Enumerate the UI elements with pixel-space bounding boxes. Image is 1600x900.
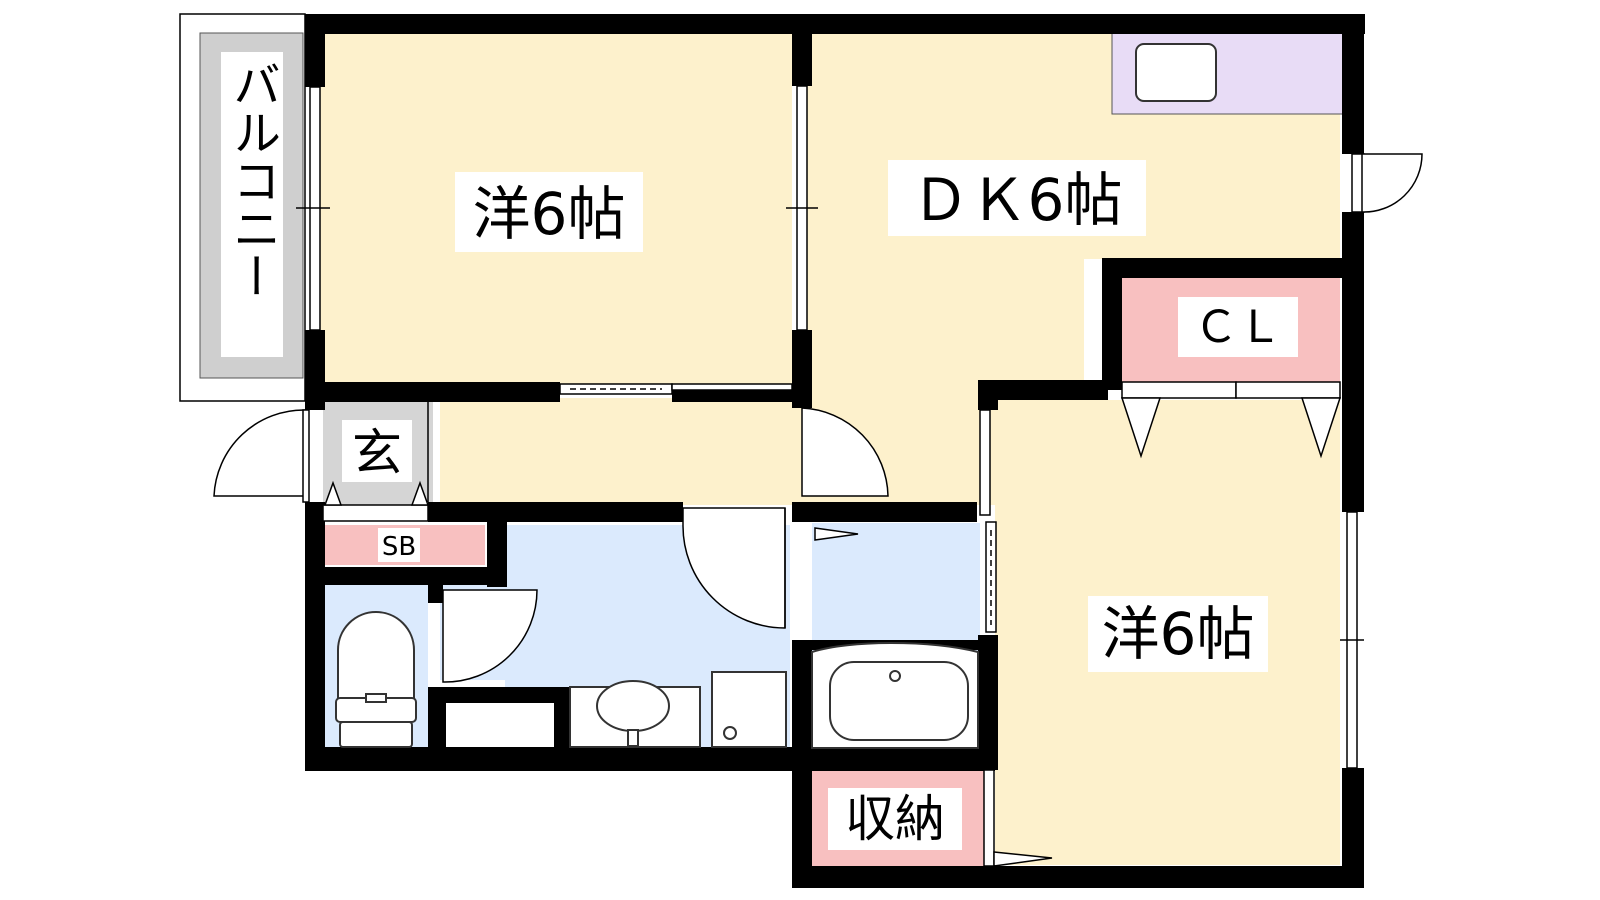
hall-floor [440,398,802,505]
hall-door [801,407,889,497]
toilet-icon [335,611,417,748]
toilet-door [442,589,538,683]
sliding-door-room1 [559,383,793,395]
shoe-box-label: SB [382,532,416,562]
room2-label-bg [1088,596,1268,672]
windows [296,85,1364,769]
dk-label: ＤＫ6帖 [912,166,1123,234]
wash-basin-icon [569,680,701,748]
storage-door-arrow [983,769,1053,867]
storage-label: 収納 [845,790,945,848]
entrance-step [322,402,430,522]
closet-label: ＣＬ [1194,302,1282,353]
western-room-2-label: 洋6帖 [1102,600,1255,668]
bath-door-arrow [814,527,859,541]
entrance-label: 玄 [352,424,402,482]
sink-icon [1135,43,1217,102]
washroom-cabinet [446,703,554,747]
bathtub-icon [811,642,979,749]
entrance-label-bg [342,420,412,482]
washroom-door [682,507,786,629]
room1-label-bg [455,172,643,252]
closet-label-bg [1178,297,1298,357]
shoe-box-label-bg [378,528,420,562]
sliding-door-room2 [979,409,997,633]
dk-label-bg [888,160,1146,236]
balcony-label-box [221,52,283,357]
washing-machine-icon [711,671,787,748]
entrance-door [213,409,310,503]
back-door [1351,153,1423,213]
western-room-1-label: 洋6帖 [473,180,626,248]
balcony-label: バルコニー [224,60,280,300]
storage-label-bg [828,788,962,850]
closet-doors [1120,381,1342,459]
